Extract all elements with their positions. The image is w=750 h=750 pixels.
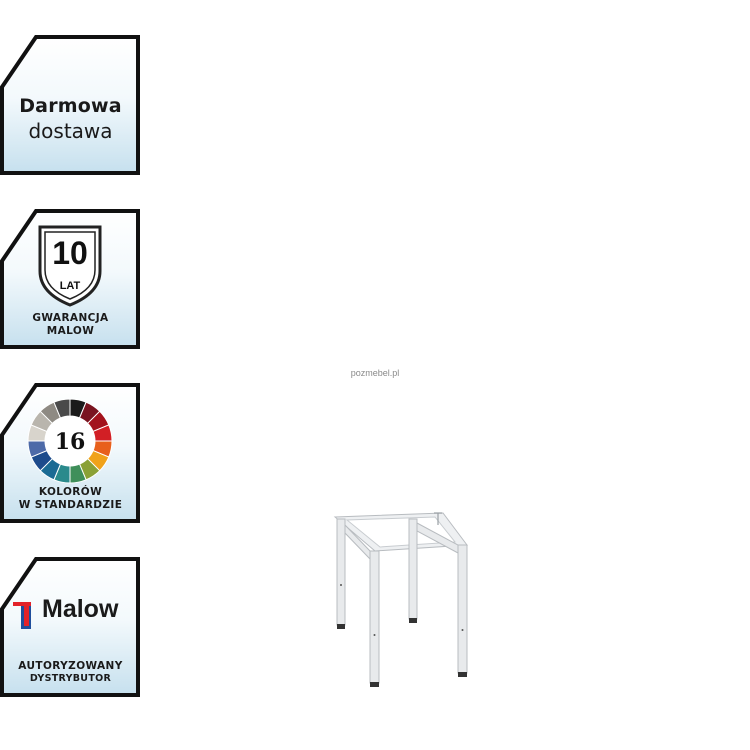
color-wheel-icon [27, 398, 113, 484]
authorized-distributor-badge: Malow AUTORYZOWANY DYSTRYBUTOR [0, 557, 141, 698]
watermark-text: pozmebel.pl [350, 368, 400, 378]
shield-icon [38, 225, 102, 307]
colors-number: 16 [55, 429, 86, 455]
badge-frame-shape [0, 557, 140, 697]
warranty-badge: 10 LAT GWARANCJA MALOW [0, 209, 141, 350]
free-delivery-badge: Darmowa dostawa [0, 35, 141, 176]
color-wheel-center [45, 416, 95, 466]
warranty-brand: MALOW [46, 325, 95, 337]
colors-badge: 16 KOLORÓW W STANDARDZIE [0, 383, 141, 524]
badge-frame-shape: 10 LAT [0, 209, 140, 349]
delivery-subtitle: dostawa [28, 119, 113, 143]
badge-frame-shape [0, 35, 140, 175]
warranty-unit: LAT [60, 280, 81, 292]
distributor-sublabel: DYSTRYBUTOR [29, 673, 112, 684]
badge-frame-shape: 16 [0, 383, 140, 523]
colors-sublabel: W STANDARDZIE [18, 499, 123, 511]
colors-label: KOLORÓW [38, 486, 103, 498]
distributor-label: AUTORYZOWANY [18, 660, 123, 672]
malow-logo-icon [13, 602, 31, 629]
malow-brand-name: Malow [42, 595, 119, 623]
warranty-number: 10 [52, 235, 88, 271]
warranty-label: GWARANCJA [32, 312, 109, 324]
delivery-title: Darmowa [19, 95, 122, 117]
table-frame-product-image [333, 512, 468, 687]
